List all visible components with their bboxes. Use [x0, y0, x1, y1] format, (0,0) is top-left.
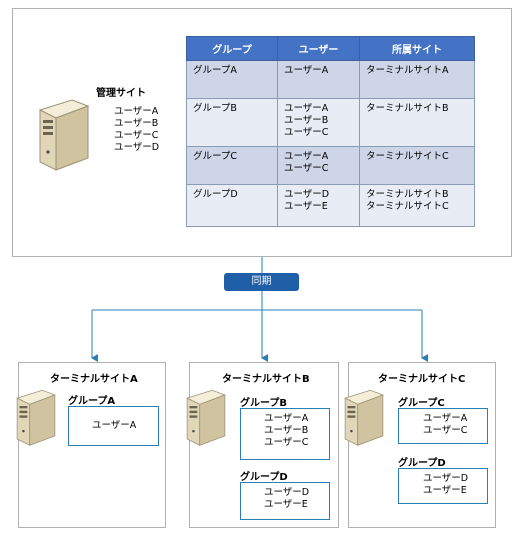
management-user: ユーザーC — [114, 130, 159, 141]
table-cell-users: ユーザーA ユーザーB ユーザーC — [277, 98, 360, 147]
terminal-c-user-list: ユーザーA ユーザーC — [423, 413, 467, 437]
server-icon — [38, 99, 90, 171]
table-cell-users: ユーザーD ユーザーE — [277, 184, 360, 227]
terminal-b-user: ユーザーA — [264, 413, 309, 424]
terminal-c-user: ユーザーC — [423, 425, 468, 436]
table-cell-sites: ターミナルサイトB — [359, 98, 475, 147]
terminal-b-group-title: グループD — [240, 472, 288, 483]
server-icon — [16, 389, 56, 446]
table-cell-sites: ターミナルサイトC — [359, 146, 475, 185]
group-table: グループ ユーザー 所属サイト グループA ユーザーA ターミナルサイトA グル… — [186, 36, 475, 227]
table-cell-users: ユーザーA — [277, 60, 360, 99]
management-user: ユーザーA — [114, 106, 159, 117]
cell-user: ユーザーB — [284, 115, 329, 126]
cell-site: ターミナルサイトB — [366, 189, 449, 200]
terminal-b-user: ユーザーE — [264, 499, 308, 510]
cell-site: ターミナルサイトA — [366, 65, 449, 76]
terminal-b-user: ユーザーB — [264, 425, 309, 436]
server-icon — [344, 389, 384, 446]
cell-user: ユーザーA — [284, 151, 329, 162]
table-row: グループD ユーザーD ユーザーE ターミナルサイトB ターミナルサイトC — [186, 184, 475, 227]
table-header-user: ユーザー — [277, 36, 360, 61]
terminal-a-user: ユーザーA — [92, 420, 137, 431]
table-cell-group: グループC — [186, 146, 278, 185]
table-row: グループB ユーザーA ユーザーB ユーザーC ターミナルサイトB — [186, 98, 475, 147]
management-user: ユーザーD — [114, 142, 160, 153]
sync-label: 同期 — [224, 273, 299, 291]
management-user: ユーザーB — [114, 118, 159, 129]
cell-user: ユーザーC — [284, 127, 329, 138]
terminal-a-group-title: グループA — [68, 396, 116, 407]
terminal-c-group-title: グループD — [398, 458, 446, 469]
table-row: グループA ユーザーA ターミナルサイトA — [186, 60, 475, 99]
terminal-c-user-list: ユーザーD ユーザーE — [423, 473, 468, 497]
table-row: グループC ユーザーA ユーザーC ターミナルサイトC — [186, 146, 475, 185]
cell-user: ユーザーD — [284, 189, 330, 200]
terminal-b-user: ユーザーC — [264, 437, 309, 448]
table-cell-users: ユーザーA ユーザーC — [277, 146, 360, 185]
table-cell-group: グループA — [186, 60, 278, 99]
cell-user: ユーザーC — [284, 163, 329, 174]
terminal-c-group-title: グループC — [398, 398, 445, 409]
table-cell-group: グループB — [186, 98, 278, 147]
terminal-b-user-list: ユーザーD ユーザーE — [264, 487, 309, 511]
cell-user: ユーザーA — [284, 103, 329, 114]
cell-user: ユーザーA — [284, 65, 329, 76]
table-cell-group: グループD — [186, 184, 278, 227]
terminal-c-user: ユーザーD — [423, 473, 469, 484]
terminal-c-user: ユーザーA — [423, 413, 468, 424]
terminal-site-b-title: ターミナルサイトB — [222, 374, 310, 385]
terminal-c-group-box — [398, 408, 488, 444]
table-header-site: 所属サイト — [359, 36, 475, 61]
cell-user: ユーザーE — [284, 201, 328, 212]
terminal-b-user: ユーザーD — [264, 487, 310, 498]
terminal-b-group-title: グループB — [240, 398, 288, 409]
terminal-b-group-box — [240, 408, 330, 460]
terminal-c-user: ユーザーE — [423, 485, 467, 496]
server-icon — [186, 389, 226, 446]
table-header-group: グループ — [186, 36, 278, 61]
cell-site: ターミナルサイトC — [366, 201, 449, 212]
table-cell-sites: ターミナルサイトB ターミナルサイトC — [359, 184, 475, 227]
management-user-list: ユーザーA ユーザーB ユーザーC ユーザーD — [114, 106, 159, 154]
terminal-a-group-box — [68, 406, 159, 446]
terminal-b-group-box — [240, 482, 330, 520]
terminal-b-user-list: ユーザーA ユーザーB ユーザーC — [264, 413, 308, 449]
management-title: 管理サイト — [96, 88, 146, 99]
table-cell-sites: ターミナルサイトA — [359, 60, 475, 99]
terminal-site-a-title: ターミナルサイトA — [50, 374, 138, 385]
terminal-site-c-title: ターミナルサイトC — [378, 374, 466, 385]
cell-site: ターミナルサイトC — [366, 151, 449, 162]
terminal-c-group-box — [398, 468, 488, 504]
cell-site: ターミナルサイトB — [366, 103, 449, 114]
